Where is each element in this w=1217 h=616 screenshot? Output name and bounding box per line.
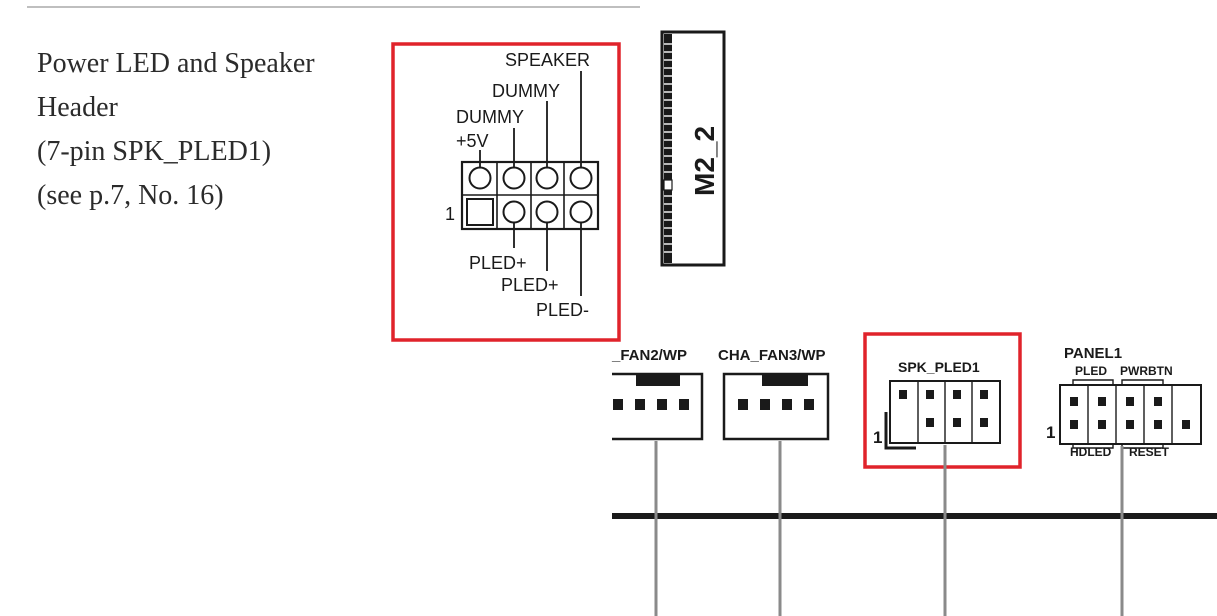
label-dummy: DUMMY bbox=[456, 107, 524, 127]
panel1-label: PANEL1 bbox=[1064, 345, 1122, 362]
panel1-pwrbtn-label: PWRBTN bbox=[1120, 364, 1173, 378]
label-dummy-top: DUMMY bbox=[492, 81, 560, 101]
panel1-pin1: 1 bbox=[1046, 423, 1055, 442]
pin-dummy bbox=[502, 166, 526, 190]
m2-slot: M2_2 bbox=[660, 30, 726, 267]
label-plus5v: +5V bbox=[456, 131, 489, 151]
pinout-leaders-top bbox=[479, 71, 582, 167]
spk-pled1-label: SPK_PLED1 bbox=[898, 359, 980, 375]
spk-pled1-highlight-box bbox=[863, 332, 1022, 469]
panel1-pled-label: PLED bbox=[1075, 364, 1107, 378]
panel1-header bbox=[1059, 379, 1202, 449]
pin-1-square bbox=[466, 198, 494, 226]
pinout-header bbox=[460, 160, 600, 231]
pin-pled-plus-2 bbox=[535, 200, 559, 224]
board-leader-lines bbox=[654, 441, 1124, 616]
pin-plus5v bbox=[468, 166, 492, 190]
header-description: Power LED and Speaker Header (7-pin SPK_… bbox=[37, 42, 315, 218]
pinout-leaders-bottom bbox=[513, 223, 582, 296]
spk-pled1-pin1: 1 bbox=[873, 428, 882, 447]
panel1-reset-label: RESET bbox=[1129, 445, 1170, 459]
pinout-highlight-box bbox=[391, 42, 621, 342]
fan3-header bbox=[722, 372, 830, 441]
description-line-4: (see p.7, No. 16) bbox=[37, 180, 224, 211]
m2-slot-outline bbox=[660, 30, 726, 267]
pin-pled-plus-1 bbox=[502, 200, 526, 224]
label-pled-plus-2: PLED+ bbox=[501, 275, 559, 295]
spk-pled1-header bbox=[884, 380, 1001, 450]
label-pin-1: 1 bbox=[445, 204, 455, 224]
m2-slot-label: M2_2 bbox=[689, 126, 720, 196]
description-line-2: Header bbox=[37, 92, 118, 123]
fan3-label: CHA_FAN3/WP bbox=[718, 347, 826, 364]
description-line-3: (7-pin SPK_PLED1) bbox=[37, 136, 272, 167]
description-line-1: Power LED and Speaker bbox=[37, 48, 315, 79]
pin-pled-minus bbox=[569, 200, 593, 224]
label-speaker: SPEAKER bbox=[505, 50, 590, 70]
label-pled-plus-1: PLED+ bbox=[469, 253, 527, 273]
label-pled-minus: PLED- bbox=[536, 300, 589, 320]
pin-speaker bbox=[569, 166, 593, 190]
fan2-header bbox=[612, 372, 704, 441]
panel1-hdled-label: HDLED bbox=[1070, 445, 1112, 459]
pin-dummy-top bbox=[535, 166, 559, 190]
fan2-label: _FAN2/WP bbox=[611, 347, 687, 364]
